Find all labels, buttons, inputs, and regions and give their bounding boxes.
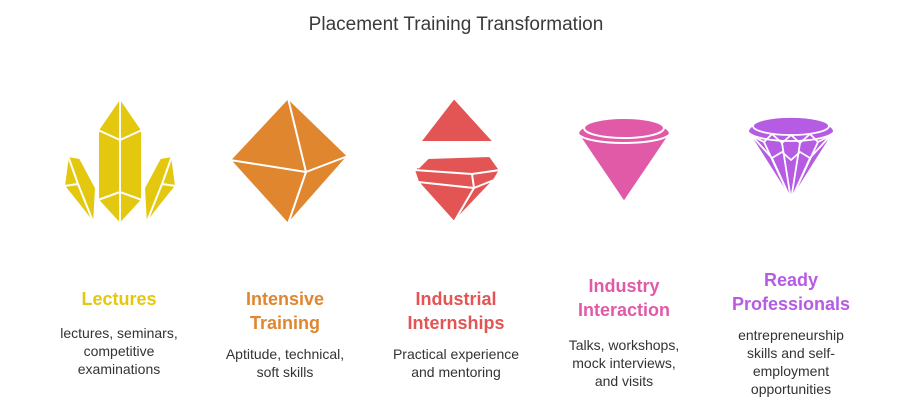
stage-heading-industrial-internships: Industrial Internships — [381, 287, 531, 335]
heading-line: Interaction — [577, 300, 670, 320]
split-gem-icon — [413, 97, 501, 223]
stage-heading-industry-interaction: Industry Interaction — [549, 274, 699, 322]
stage-heading-intensive-training: Intensive Training — [210, 287, 360, 335]
heading-line: Industrial — [415, 289, 497, 309]
description-line: skills and self- — [747, 345, 835, 361]
description-line: mock interviews, — [572, 355, 676, 371]
heading-line: Training — [249, 313, 320, 333]
diagram-title: Placement Training Transformation — [308, 14, 604, 35]
heading-line: Professionals — [731, 294, 851, 314]
stage-description-intensive-training: Aptitude, technical, soft skills — [210, 345, 360, 381]
description-line: entrepreneurship — [738, 327, 844, 343]
heading-line: Intensive — [245, 289, 325, 309]
description-line: soft skills — [256, 364, 314, 380]
crystal-cluster-icon — [63, 97, 177, 225]
stage-description-industry-interaction: Talks, workshops, mock interviews, and v… — [549, 336, 699, 390]
stage-description-industrial-internships: Practical experience and mentoring — [381, 345, 531, 381]
stage-heading-lectures: Lectures — [44, 287, 194, 311]
stage-description-lectures: lectures, seminars, competitive examinat… — [44, 324, 194, 378]
description-line: examinations — [77, 361, 161, 377]
description-line: competitive — [83, 343, 155, 359]
octahedron-gem-icon — [229, 97, 349, 225]
heading-line: Ready — [763, 270, 819, 290]
description-line: Practical experience — [392, 346, 520, 362]
heading-line: Industry — [588, 276, 660, 296]
stage-heading-ready-professionals: Ready Professionals — [716, 268, 866, 316]
description-line: and visits — [594, 373, 654, 389]
description-line: Aptitude, technical, — [225, 346, 345, 362]
heading-line: Internships — [407, 313, 505, 333]
description-line: opportunities — [750, 381, 832, 397]
description-line: employment — [752, 363, 830, 379]
cone-gem-icon — [577, 117, 671, 203]
description-line: Talks, workshops, — [568, 337, 680, 353]
heading-line: Lectures — [81, 289, 157, 309]
cut-diamond-icon — [747, 116, 835, 201]
description-line: lectures, seminars, — [60, 325, 178, 341]
stage-description-ready-professionals: entrepreneurship skills and self- employ… — [716, 326, 866, 398]
description-line: and mentoring — [411, 364, 501, 380]
